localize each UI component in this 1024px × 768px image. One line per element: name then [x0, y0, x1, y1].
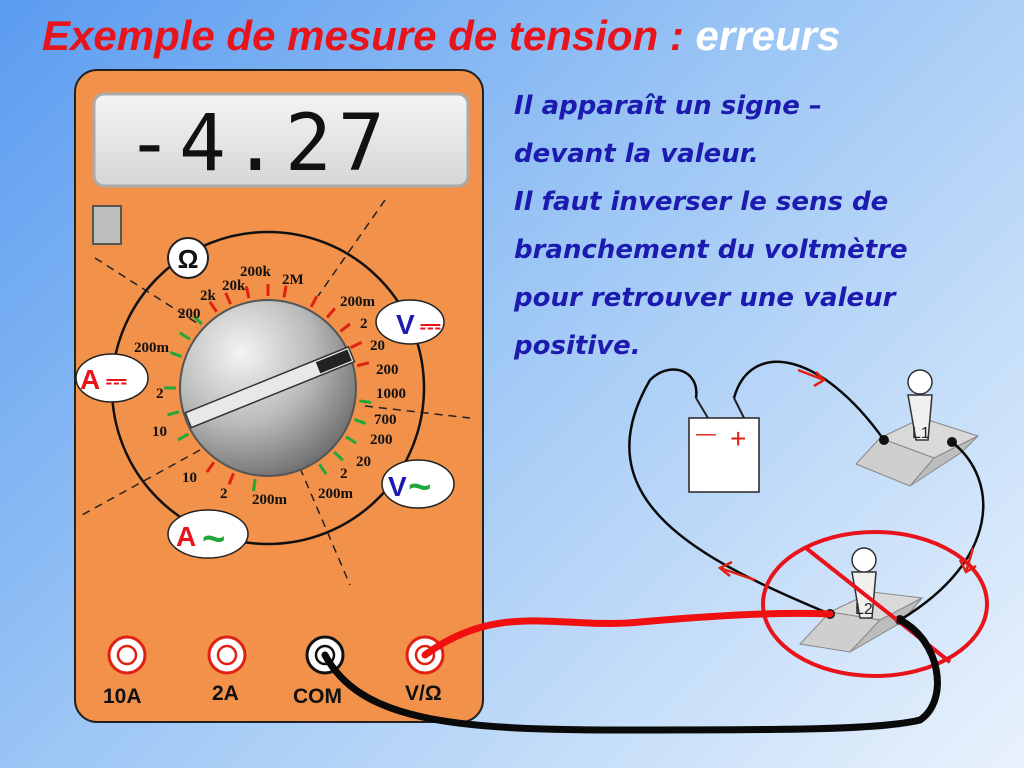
explanation-line: Il apparaît un signe –: [514, 91, 822, 121]
range-label: 10: [182, 470, 197, 486]
vac-mode-badge: V ~: [381, 459, 455, 509]
dial-tick: [356, 361, 370, 368]
explanation-line: branchement du voltmètre: [514, 235, 908, 265]
dial-tick: [282, 285, 288, 298]
dial-tick: [227, 472, 235, 485]
explanation-text: Il apparaît un signe – devant la valeur.…: [514, 82, 984, 370]
dial-tick: [169, 351, 183, 358]
aac-mode-badge: A ~: [167, 509, 249, 561]
dial-tick: [318, 463, 328, 476]
dial-tick: [244, 285, 251, 299]
lamp-1-label: L1: [912, 425, 930, 442]
jack-label-v-ohm: V/Ω: [405, 682, 442, 705]
dial-tick: [252, 478, 257, 492]
dial-tick: [358, 399, 372, 404]
vac-letter: V: [388, 471, 407, 502]
dial-tick: [167, 410, 180, 417]
explanation-line: positive.: [514, 331, 641, 361]
dial-tick: [353, 418, 367, 425]
range-label: 200: [178, 306, 201, 322]
lamp-2: L2: [798, 547, 924, 653]
range-label: 2: [156, 386, 164, 402]
dial-tick: [345, 435, 357, 445]
dial-tick: [177, 432, 190, 442]
vdc-letter: V: [396, 309, 415, 340]
dial-tick: [350, 341, 363, 350]
lamp-2-label: L2: [855, 601, 873, 618]
red-probe-wire: [421, 609, 834, 659]
range-dividers: [81, 199, 471, 586]
range-label: 200m: [252, 492, 288, 508]
aac-letter: A: [176, 521, 196, 552]
battery-plus-sign: +: [730, 423, 746, 454]
range-label: 20: [356, 454, 371, 470]
lcd-reading: -4.27: [126, 99, 391, 189]
range-label: 20k: [222, 278, 246, 294]
range-label: 700: [374, 412, 397, 428]
range-label: 2M: [282, 272, 304, 288]
knob-pointer: [184, 345, 356, 429]
ohm-range-badge: Ω: [167, 237, 209, 279]
range-label: 2: [360, 316, 368, 332]
adc-mark: ⎓: [106, 365, 127, 395]
dial-tick: [208, 300, 218, 313]
title-accent: erreurs: [695, 12, 841, 59]
slide-title: Exemple de mesure de tension : erreurs: [42, 10, 840, 62]
lcd-display: [92, 92, 470, 188]
vdc-mark: ⎓: [420, 310, 441, 340]
dial-tick: [179, 331, 191, 341]
title-main: Exemple de mesure de tension :: [42, 12, 696, 59]
dial-ticks: [164, 284, 372, 492]
explanation-line: pour retrouver une valeur: [514, 283, 896, 313]
vdc-mode-badge: V ⎓: [375, 299, 445, 345]
dial-tick: [333, 450, 344, 462]
dial-tick: [325, 307, 336, 319]
dial-tick: [192, 314, 203, 326]
range-label: 20: [370, 338, 385, 354]
range-label: 200: [376, 362, 399, 378]
range-label: 200k: [240, 264, 272, 280]
range-label: 2: [340, 466, 348, 482]
battery-minus-sign: —: [696, 423, 716, 445]
hold-button[interactable]: [92, 205, 122, 245]
range-label: 10: [152, 424, 167, 440]
jack-label-10a: 10A: [103, 685, 142, 708]
current-arrows: [717, 368, 977, 582]
dial-tick: [224, 292, 232, 305]
range-label: 2k: [200, 288, 217, 304]
jack-label-2a: 2A: [212, 682, 239, 705]
adc-letter: A: [80, 364, 100, 395]
battery: — +: [688, 397, 760, 493]
range-label: 200: [370, 432, 393, 448]
range-label: 200m: [318, 486, 354, 502]
range-label: 200m: [340, 294, 376, 310]
dial-tick: [309, 295, 319, 308]
ohm-symbol: Ω: [178, 244, 199, 274]
range-label: 1000: [376, 386, 406, 402]
dial-tick: [339, 322, 351, 333]
dial-tick: [205, 461, 216, 474]
explanation-line: devant la valeur.: [514, 139, 759, 169]
adc-mode-badge: A ⎓: [75, 353, 149, 403]
jack-2a[interactable]: [207, 635, 247, 675]
explanation-line: Il faut inverser le sens de: [514, 187, 889, 217]
range-label: 200m: [134, 340, 170, 356]
jack-10a[interactable]: [107, 635, 147, 675]
range-label: 2: [220, 486, 228, 502]
aac-mark: ~: [202, 517, 225, 561]
vac-mark: ~: [408, 465, 431, 509]
black-probe-wire: [321, 616, 941, 734]
jack-label-com: COM: [293, 685, 342, 708]
